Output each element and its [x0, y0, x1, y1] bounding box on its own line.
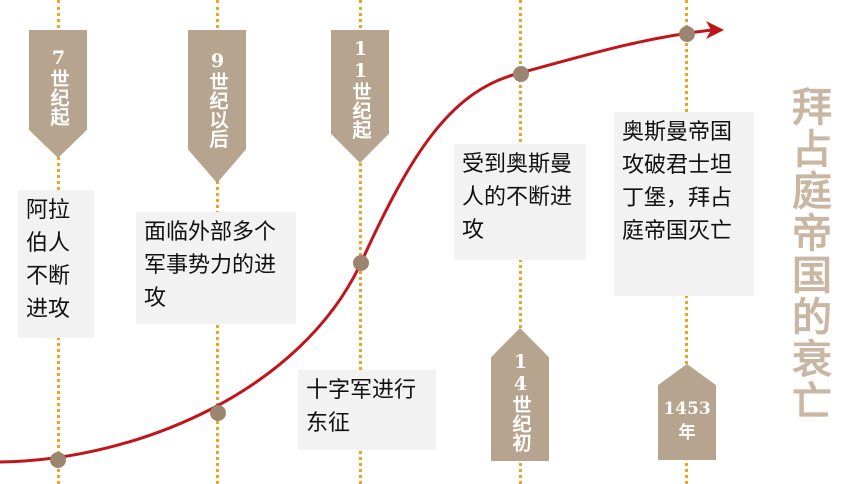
page-title: 拜占庭帝国的衰亡	[785, 86, 832, 422]
period-tag-1: 7世纪起	[29, 30, 87, 158]
timeline-dot-1	[50, 452, 66, 468]
timeline-dot-5	[679, 26, 695, 42]
timeline-arrowhead	[706, 21, 724, 39]
period-tag-3: 11世纪起	[331, 30, 389, 163]
event-note-1: 阿拉伯人不断进攻	[18, 190, 94, 338]
period-tag-2: 9世纪以后	[188, 30, 246, 183]
event-note-3: 十字军进行东征	[298, 370, 436, 450]
timeline-dot-3	[353, 255, 369, 271]
event-note-5: 奥斯曼帝国攻破君士坦丁堡，拜占庭帝国灭亡	[614, 112, 754, 296]
timeline-dot-2	[210, 405, 226, 421]
timeline-path	[0, 28, 713, 464]
timeline-dot-4	[513, 66, 529, 82]
guide-line-3	[359, 0, 362, 484]
event-note-4: 受到奥斯曼人的不断进攻	[454, 144, 586, 260]
period-tag-5: 1453年	[658, 364, 716, 460]
event-note-2: 面临外部多个军事势力的进攻	[136, 212, 296, 324]
period-tag-4: 14世纪初	[491, 328, 549, 461]
